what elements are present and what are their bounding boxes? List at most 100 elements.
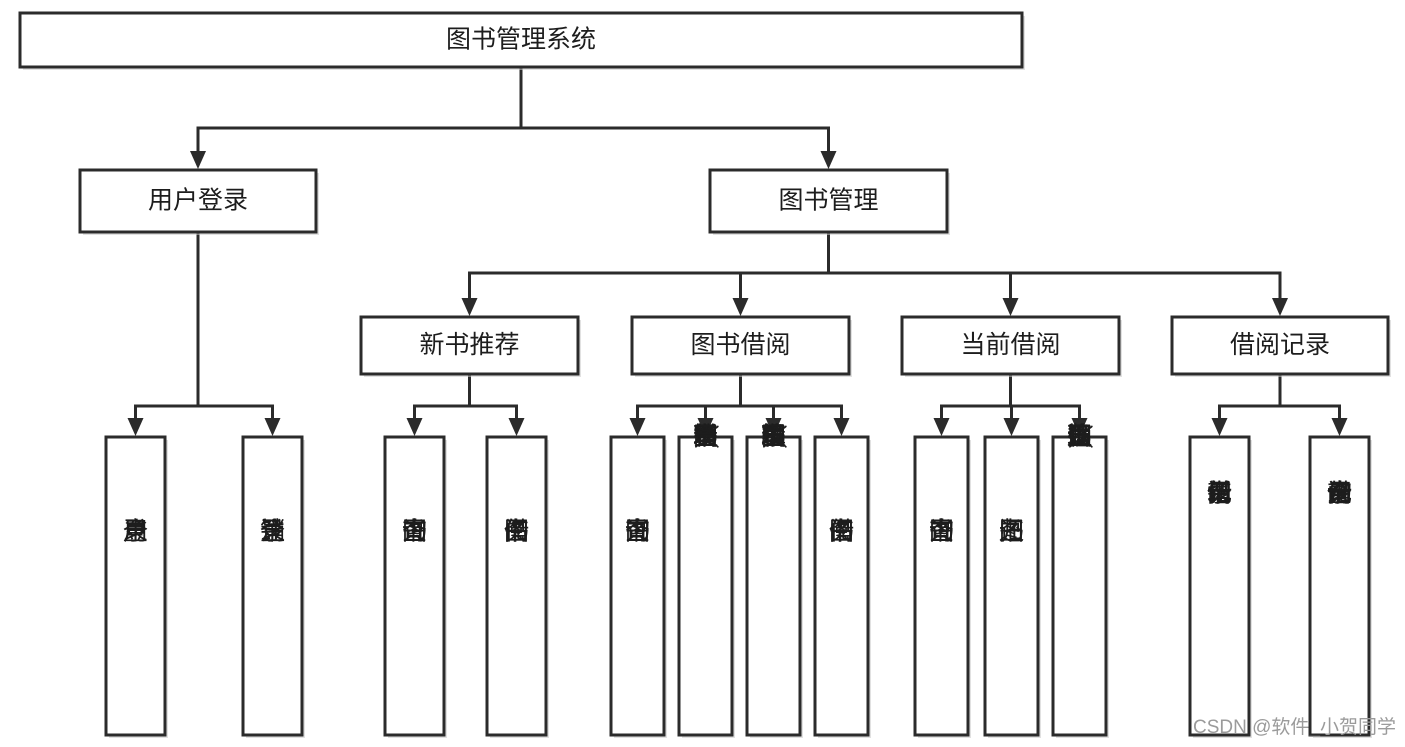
node-label-char: 图 xyxy=(625,518,650,546)
node-new-book-recommend[interactable]: 新书推荐 xyxy=(359,315,581,377)
node-label-char: 增 xyxy=(1207,480,1232,508)
arrow-head-icon xyxy=(1003,418,1020,436)
node-label-char: 书 xyxy=(402,518,427,546)
node-label-char: 图 xyxy=(693,423,718,451)
node-label-char: 员 xyxy=(761,423,786,451)
node-label-char: 图 xyxy=(999,518,1024,546)
node-border xyxy=(1051,435,1108,737)
node-label-char: 新 xyxy=(1207,480,1232,508)
node-label-char: 录 xyxy=(1327,480,1352,508)
node-label-char: 书 xyxy=(625,518,650,546)
arrow-head-icon xyxy=(190,151,206,169)
node-label-char: 书 xyxy=(829,518,854,546)
node-label-char: 用 xyxy=(123,518,148,546)
node-root[interactable]: 图书管理系统 xyxy=(18,11,1025,70)
node-label-char: 归 xyxy=(999,518,1024,546)
arrow-head-icon xyxy=(765,418,782,436)
node-border xyxy=(913,435,970,737)
csdn-watermark: CSDN @软件_小贺同学 xyxy=(1193,716,1396,738)
node-label: 图书管理系统 xyxy=(446,26,596,54)
node-label-char: 书 xyxy=(929,518,954,546)
node-label-char: 管 xyxy=(1067,423,1092,451)
node-label-char: 新 xyxy=(693,423,718,451)
connector-group-new-book-recommend xyxy=(406,372,525,436)
node-label-char: 查 xyxy=(929,518,954,546)
node-label: 图书借阅 xyxy=(690,331,790,359)
node-label-char: 管 xyxy=(761,423,786,451)
node-label: 新书推荐 xyxy=(419,331,519,359)
node-label-char: （ xyxy=(692,424,720,449)
node-border xyxy=(78,168,318,234)
node-label-char: ） xyxy=(692,424,720,449)
arrow-head-icon xyxy=(1272,298,1288,316)
node-label-char: 辑 xyxy=(761,423,786,451)
arrow-head-icon xyxy=(732,298,749,316)
arrow-head-icon xyxy=(127,418,144,436)
node-label: 图书管理 xyxy=(778,187,878,215)
node-border xyxy=(900,315,1121,376)
node-label-char: 员 xyxy=(1067,423,1092,451)
connector-group-root xyxy=(190,65,837,169)
node-label-char: 增 xyxy=(693,423,718,451)
arrow-head-icon xyxy=(1071,418,1088,436)
node-current-borrow[interactable]: 当前借阅 xyxy=(900,315,1122,377)
node-border xyxy=(359,315,580,376)
node-label-char: ） xyxy=(760,424,788,449)
arrow-head-icon xyxy=(820,151,837,169)
node-label-char: 图 xyxy=(829,518,854,546)
connector-group-book-borrow xyxy=(629,372,850,436)
node-label-char: 书 xyxy=(761,423,786,451)
connector-layer xyxy=(127,65,1348,436)
node-border xyxy=(630,315,851,376)
node-label-char: 管 xyxy=(693,423,718,451)
node-label-char: 借 xyxy=(829,518,854,546)
node-label: 借阅记录 xyxy=(1230,331,1330,359)
node-label: 当前借阅 xyxy=(960,331,1060,359)
node-label-char: 记 xyxy=(1207,480,1232,508)
node-label-char: 书 xyxy=(504,518,529,546)
node-label-char: 阅 xyxy=(1327,480,1352,508)
node-label-char: ） xyxy=(1066,424,1094,449)
node-book-management[interactable]: 图书管理 xyxy=(708,168,950,235)
node-user-login-do[interactable]: 用户登录 xyxy=(104,435,168,738)
node-label-char: 书 xyxy=(693,423,718,451)
node-border xyxy=(104,435,167,737)
node-book-borrow[interactable]: 图书借阅 xyxy=(630,315,852,377)
node-label-char: 录 xyxy=(1207,480,1232,508)
connector-group-current-borrow xyxy=(933,372,1088,436)
arrow-head-icon xyxy=(406,418,423,436)
node-borrow-record[interactable]: 借阅记录 xyxy=(1170,315,1391,377)
arrow-head-icon xyxy=(264,418,281,436)
node-border xyxy=(383,435,446,737)
node-user-login[interactable]: 用户登录 xyxy=(78,168,319,235)
node-label-char: 理 xyxy=(693,423,718,451)
node-label-char: 阅 xyxy=(504,518,529,546)
node-border xyxy=(485,435,548,737)
node-border xyxy=(745,435,802,737)
node-label: 用户登录 xyxy=(148,187,248,215)
node-border xyxy=(677,435,734,737)
node-label-char: 销 xyxy=(260,518,285,546)
arrow-head-icon xyxy=(1002,298,1019,316)
node-label-char: 登 xyxy=(123,518,148,546)
node-layer: 图书管理系统用户登录用户登录注销登录图书管理新书推荐查询图书借阅图书图书借阅查询… xyxy=(18,11,1391,738)
node-label-char: 录 xyxy=(123,518,148,546)
node-border xyxy=(241,435,304,737)
node-label-char: 录 xyxy=(260,518,285,546)
node-label-char: 查 xyxy=(625,518,650,546)
node-label-char: 图 xyxy=(761,423,786,451)
